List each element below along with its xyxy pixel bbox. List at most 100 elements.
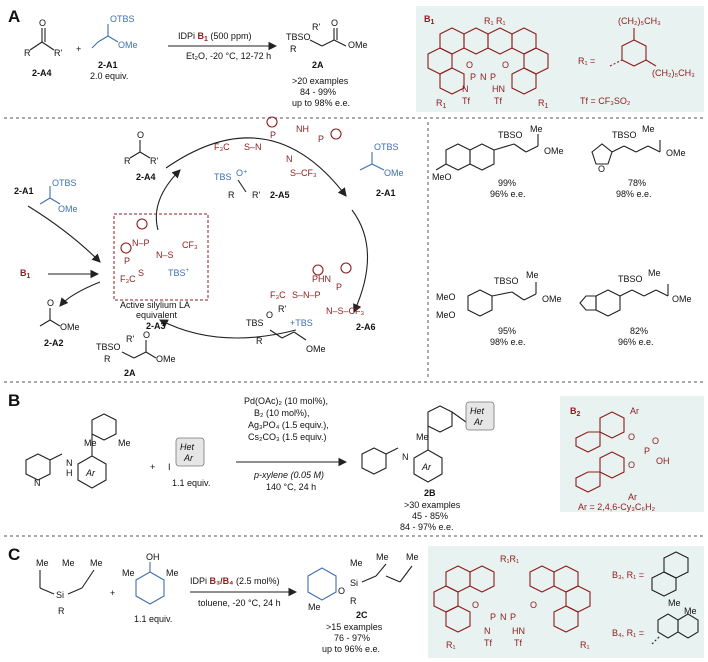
svg-text:P: P	[644, 446, 650, 456]
r1-definition: R₁ =	[578, 56, 595, 66]
svg-text:R: R	[104, 354, 111, 364]
svg-text:TBSO: TBSO	[618, 274, 643, 284]
svg-text:(CH₂)₅CH₃: (CH₂)₅CH₃	[618, 16, 661, 26]
svg-text:P: P	[318, 134, 324, 144]
panel-label-a: A	[8, 7, 20, 26]
svg-text:2-A2: 2-A2	[44, 338, 64, 348]
svg-text:N: N	[462, 84, 469, 94]
cond-b-1: Pd(OAc)₂ (10 mol%),	[244, 396, 328, 406]
svg-text:OMe: OMe	[348, 40, 368, 50]
svg-text:Me: Me	[648, 268, 661, 278]
solvent-conditions-a: Et₂O, -20 °C, 12-72 h	[186, 51, 271, 61]
example-3-ee: 98% e.e.	[490, 337, 526, 347]
svg-text:R: R	[350, 596, 357, 606]
svg-text:I: I	[168, 462, 171, 472]
svg-text:Active silylium LA: Active silylium LA	[120, 300, 190, 310]
product-2c: O Si Me Me Me R Me 2C	[307, 552, 419, 620]
svg-text:R: R	[124, 156, 131, 166]
svg-text:OMe: OMe	[672, 294, 692, 304]
example-2-yield: 78%	[628, 178, 646, 188]
svg-text:MeO: MeO	[436, 292, 456, 302]
svg-text:OMe: OMe	[544, 146, 564, 156]
catalyst-b1-panel	[416, 6, 704, 112]
svg-text:F₃C: F₃C	[270, 290, 286, 300]
svg-text:H: H	[66, 468, 73, 478]
svg-text:S–CF₃: S–CF₃	[290, 168, 317, 178]
svg-text:Me: Me	[668, 598, 681, 608]
silyl-ketene-acetal: OTBS OMe 2-A1 2.0 equiv.	[90, 14, 138, 81]
svg-text:R: R	[24, 48, 31, 58]
svg-text:2-A5: 2-A5	[270, 190, 290, 200]
svg-text:OTBS: OTBS	[374, 142, 399, 152]
example-2-ee: 98% e.e.	[616, 189, 652, 199]
svg-text:O⁺: O⁺	[236, 168, 248, 178]
example-dimethoxyphenyl: MeO MeO TBSO Me OMe 95% 98% e.e.	[436, 270, 562, 347]
example-naphthyl: MeO TBSO Me OMe 99% 96% e.e.	[432, 124, 564, 199]
cycle-arrow-left	[155, 169, 181, 231]
aryl-iodide-equiv: 1.1 equiv.	[172, 478, 210, 488]
svg-text:OMe: OMe	[542, 294, 562, 304]
svg-text:P: P	[124, 256, 130, 266]
svg-text:N–S: N–S	[156, 250, 174, 260]
b4-definition: B₄, R₁ =	[612, 628, 644, 638]
catalyst-conditions-c: IDPi B₃/B₄ (2.5 mol%)	[190, 576, 279, 586]
svg-text:P: P	[510, 612, 516, 622]
panel-label-b: B	[8, 391, 20, 410]
svg-text:O: O	[628, 432, 635, 442]
left-nucleophile-2a1: OTBS OMe 2-A1	[14, 178, 78, 214]
temp-b: 140 °C, 24 h	[266, 482, 316, 492]
svg-text:+TBS: +TBS	[290, 318, 313, 328]
svg-text:Me: Me	[308, 602, 321, 612]
example-1-ee: 96% e.e.	[490, 189, 526, 199]
svg-text:O: O	[472, 600, 479, 610]
svg-text:O: O	[628, 460, 635, 470]
ketone-substrate: O R R' 2-A4	[24, 18, 62, 78]
cycle-arrow-top	[165, 137, 347, 197]
svg-text:MeO: MeO	[432, 172, 452, 182]
svg-text:O: O	[652, 436, 659, 446]
svg-text:Me: Me	[62, 558, 75, 568]
svg-text:Me: Me	[416, 432, 429, 442]
svg-text:R1: R1	[538, 98, 549, 110]
svg-text:NH: NH	[296, 124, 309, 134]
solvent-b: p-xylene (0.05 M)	[253, 470, 324, 480]
svg-text:Me: Me	[406, 552, 419, 562]
svg-text:OTBS: OTBS	[52, 178, 77, 188]
svg-text:O: O	[47, 298, 54, 308]
svg-text:O: O	[598, 164, 605, 174]
nucleophile-equiv: 2.0 equiv.	[90, 71, 128, 81]
svg-text:Ar: Ar	[183, 453, 194, 463]
svg-text:Het: Het	[470, 406, 485, 416]
svg-text:P: P	[490, 72, 496, 82]
product-2a: TBSO R' R O OMe 2A	[286, 18, 368, 70]
cond-b-2: B₂ (10 mol%),	[254, 408, 310, 418]
svg-text:R': R'	[126, 334, 134, 344]
example-furyl: O TBSO Me OMe 78% 98% e.e.	[591, 124, 686, 199]
svg-text:TBSO: TBSO	[96, 342, 121, 352]
svg-text:R: R	[228, 190, 235, 200]
svg-text:O: O	[530, 600, 537, 610]
svg-text:R: R	[256, 336, 263, 346]
svg-text:2A: 2A	[124, 368, 136, 378]
silylated-adduct: TBS O R' +TBS R OMe	[246, 304, 326, 354]
svg-text:Ar: Ar	[85, 468, 96, 478]
catalyst-b3b4-structure: R₁R₁ O P N P O N HN Tf Tf R₁ R₁ B₃, R₁ =…	[433, 551, 699, 650]
svg-text:MeO: MeO	[436, 310, 456, 320]
svg-text:N: N	[66, 458, 73, 468]
svg-text:2B: 2B	[424, 488, 436, 498]
svg-text:R': R'	[278, 304, 286, 314]
svg-text:Me: Me	[36, 558, 49, 568]
stats-c-1: >15 examples	[326, 622, 383, 632]
svg-text:Me: Me	[90, 558, 103, 568]
svg-text:Het: Het	[180, 442, 195, 452]
intermediate-2a6: PHN P F₃C S–N–P N–S–CF₃ 2-A6	[270, 262, 376, 332]
svg-text:HN: HN	[512, 626, 525, 636]
a2-exit-arrow	[59, 281, 101, 307]
svg-text:O: O	[266, 310, 273, 320]
svg-text:OMe: OMe	[58, 204, 78, 214]
svg-text:N–S–CF₃: N–S–CF₃	[326, 306, 365, 316]
svg-text:TBSO: TBSO	[498, 130, 523, 140]
svg-text:Me: Me	[350, 558, 363, 568]
svg-text:Me: Me	[166, 568, 179, 578]
svg-text:TBSO: TBSO	[612, 130, 637, 140]
